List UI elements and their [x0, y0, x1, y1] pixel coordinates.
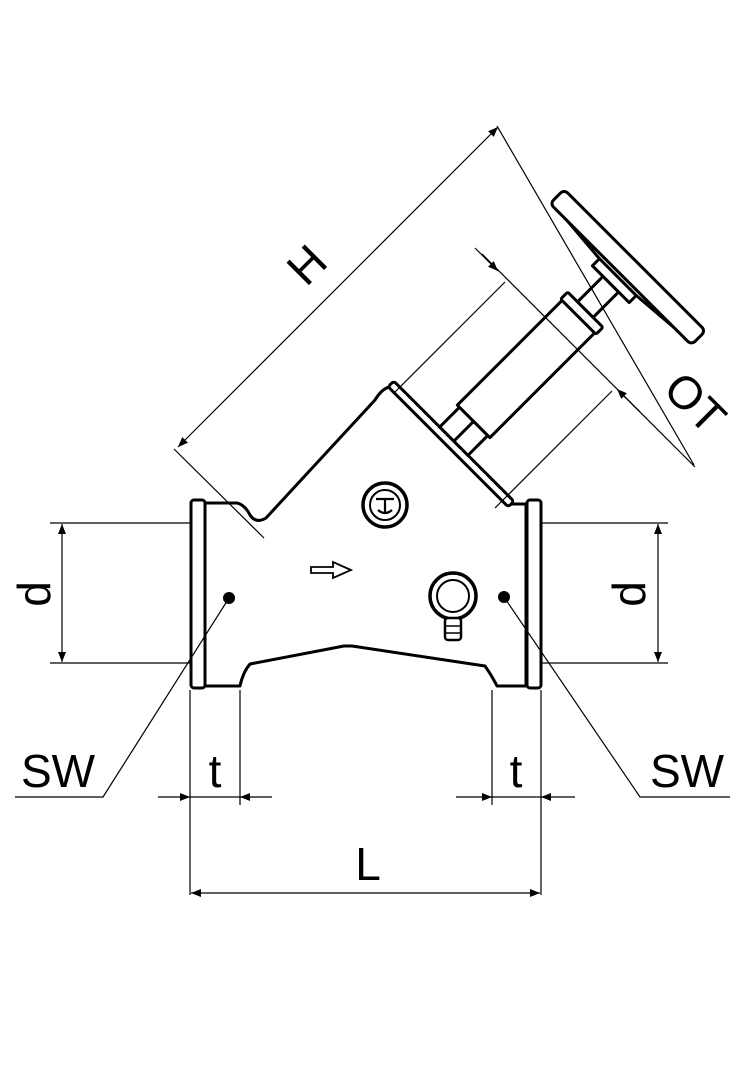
test-port [428, 571, 478, 642]
dimension-t-right: t [456, 690, 575, 895]
leader-sw-left: SW [15, 597, 230, 798]
manufacturer-logo [361, 481, 409, 529]
label-d-right: d [603, 581, 655, 607]
label-sw-right: SW [650, 745, 725, 797]
label-t-right: t [510, 745, 523, 797]
label-d-left: d [8, 581, 60, 607]
label-t-left: t [209, 745, 222, 797]
dimension-l: L [191, 838, 540, 897]
left-flange [189, 498, 207, 690]
dimension-t-left: t [158, 690, 272, 895]
dimension-d-left: d [8, 522, 192, 664]
valve-body [189, 384, 543, 690]
handwheel [550, 190, 705, 345]
dimension-d-right: d [540, 522, 668, 664]
right-flange [525, 498, 543, 690]
label-h: H [277, 235, 337, 295]
label-sw-left: SW [21, 745, 96, 797]
label-ot: OT [654, 362, 736, 444]
flow-arrow-icon [310, 560, 354, 580]
label-l: L [355, 838, 381, 890]
leader-sw-right: SW [503, 596, 730, 798]
spindle-housing [455, 297, 598, 440]
